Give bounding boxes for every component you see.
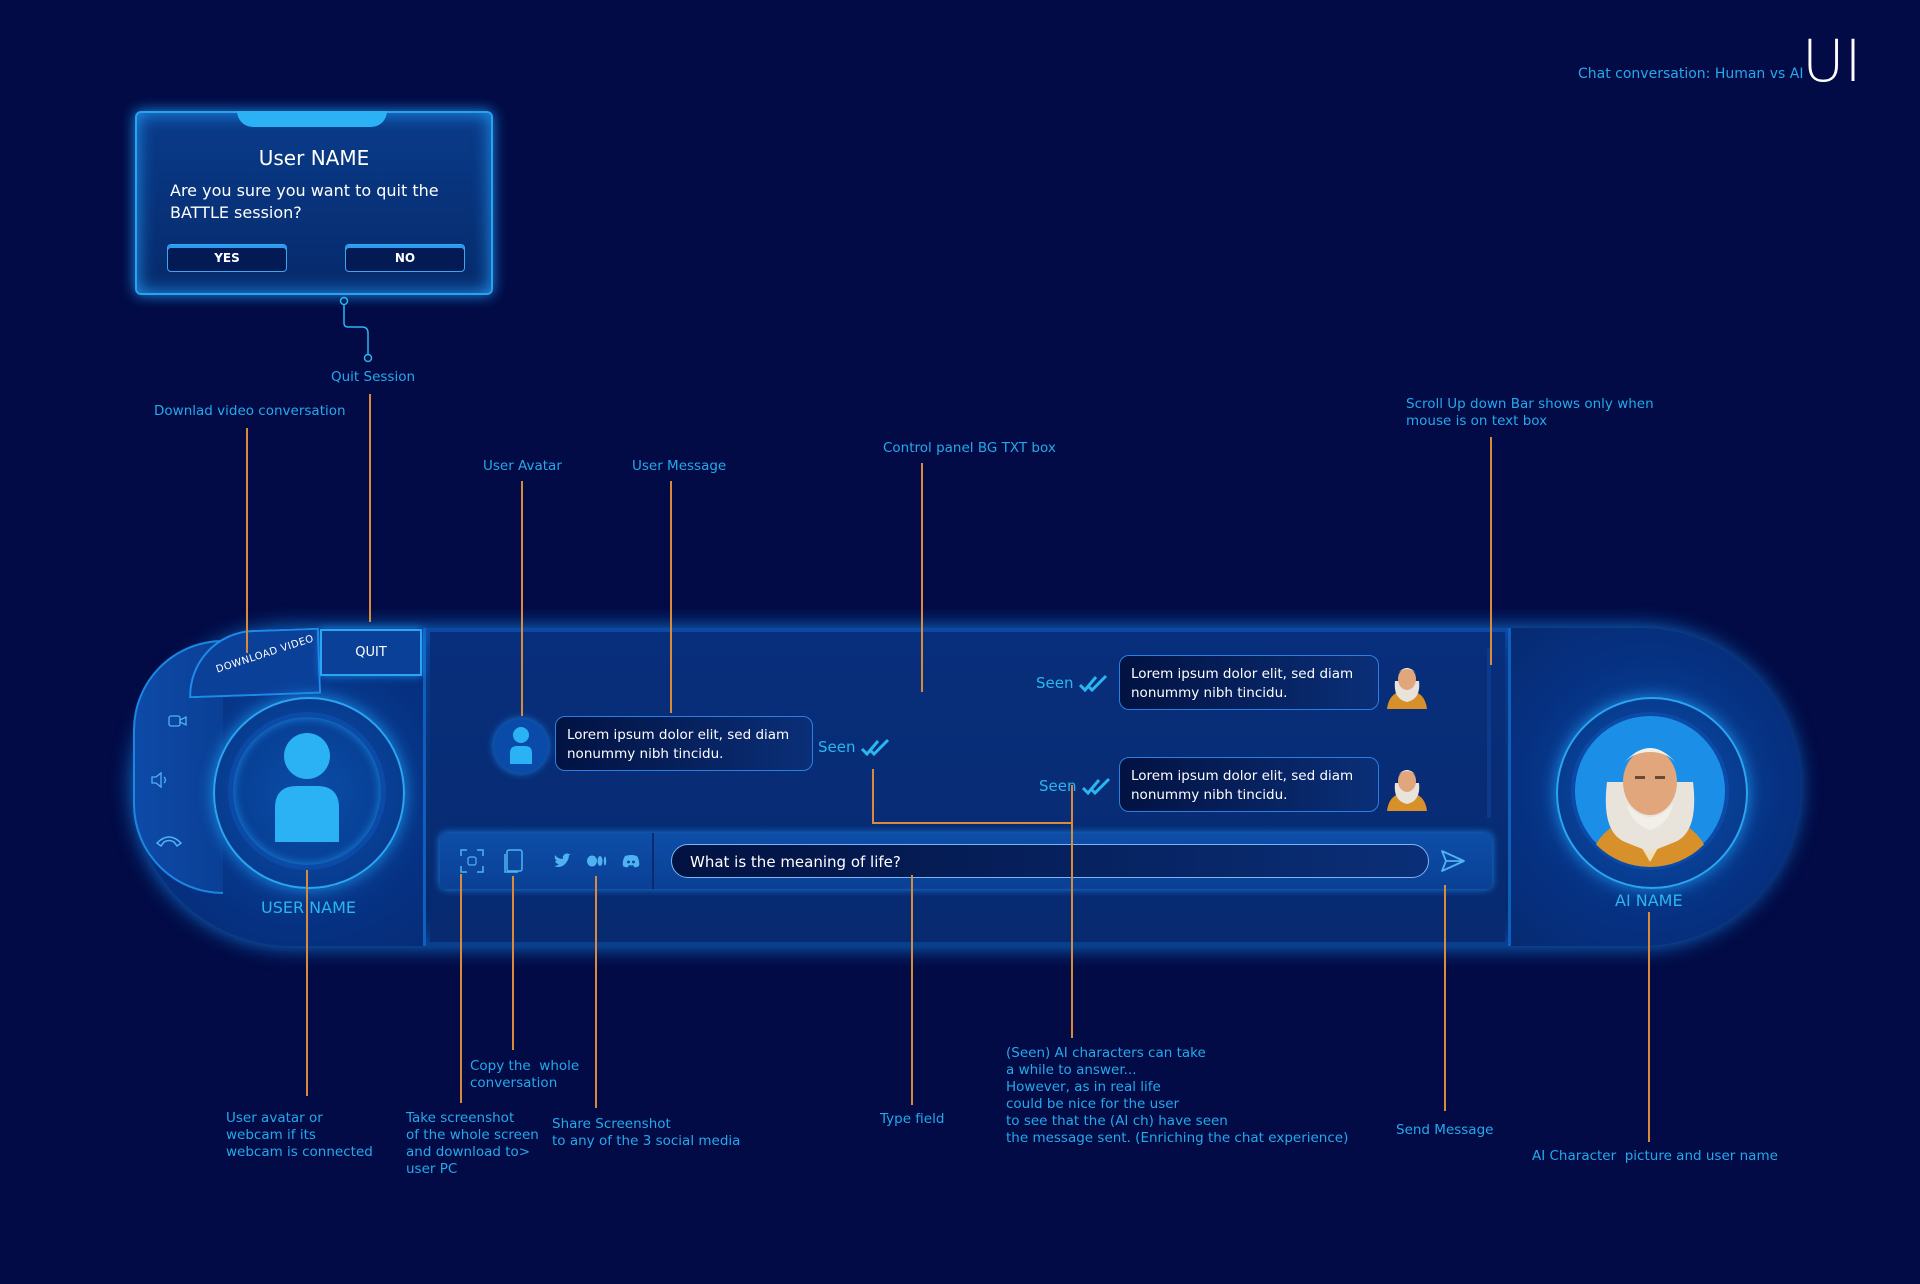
user-small-avatar-icon [510, 727, 532, 764]
annotation-line-seen-a [872, 769, 874, 823]
twitter-icon[interactable] [553, 853, 571, 869]
annotation-line-seen-b [872, 822, 1072, 824]
annotation-download-video: Downlad video conversation [154, 403, 346, 419]
annotation-line-screenshot [460, 874, 462, 1103]
annotation-user-message: User Message [632, 458, 727, 474]
annotation-line-quit [369, 394, 371, 622]
ai-seen-label-1: Seen [1036, 674, 1074, 692]
ai-name-label: AI NAME [1615, 891, 1683, 910]
user-message-bubble: Lorem ipsum dolor elit, sed diam nonummy… [555, 716, 813, 771]
user-avatar-icon[interactable] [272, 732, 342, 844]
double-check-icon [1081, 777, 1111, 796]
user-seen-label: Seen [818, 738, 856, 756]
dialog-title: User NAME [258, 146, 370, 170]
page-header-ui: UI [1802, 27, 1862, 95]
annotation-line-type-field [911, 875, 913, 1105]
annotation-screenshot: Take screenshot of the whole screen and … [406, 1110, 539, 1177]
user-avatar-inner-ring [228, 712, 386, 870]
annotation-line-avatar [521, 481, 523, 716]
medium-icon[interactable] [587, 855, 607, 867]
annotation-line-message [670, 481, 672, 713]
video-icon[interactable] [168, 713, 188, 729]
discord-icon[interactable] [622, 854, 640, 868]
annotation-quit-session: Quit Session [331, 369, 416, 385]
toolbar-divider [652, 833, 654, 889]
annotation-ai-character: AI Character picture and user name [1532, 1148, 1778, 1164]
message-input[interactable]: What is the meaning of life? [671, 844, 1429, 878]
dialog-tab [237, 111, 387, 127]
send-icon[interactable] [1440, 849, 1466, 873]
page-header-title: Chat conversation: Human vs AI [1578, 66, 1804, 82]
annotation-control-panel: Control panel BG TXT box [883, 440, 1056, 456]
user-name-label: USER NAME [261, 898, 357, 917]
annotation-type-field: Type field [880, 1111, 945, 1127]
annotation-line-control-panel [921, 463, 923, 692]
ai-seen-label-2: Seen [1039, 777, 1077, 795]
double-check-icon [860, 738, 890, 757]
hangup-icon[interactable] [155, 833, 183, 849]
copy-icon[interactable] [503, 848, 525, 874]
quit-button[interactable]: QUIT [320, 629, 422, 676]
quit-dialog: User NAME Are you sure you want to quit … [135, 111, 493, 295]
annotation-line-copy [512, 876, 514, 1050]
ai-small-avatar-1 [1387, 668, 1427, 709]
annotation-line-scrollbar [1490, 437, 1492, 665]
annotation-line-share [595, 876, 597, 1108]
ai-small-avatar-2 [1387, 770, 1427, 811]
speaker-icon[interactable] [150, 771, 172, 789]
annotation-line-seen-c [1071, 785, 1073, 1038]
yes-button[interactable]: YES [167, 244, 287, 272]
annotation-line-send [1444, 885, 1446, 1111]
dialog-connector [339, 296, 373, 363]
dialog-message: Are you sure you want to quit the BATTLE… [170, 181, 439, 222]
annotation-seen-note: (Seen) AI characters can take a while to… [1006, 1045, 1349, 1146]
ai-character-portrait [1571, 712, 1729, 870]
annotation-share: Share Screenshot to any of the 3 social … [552, 1116, 741, 1149]
ai-message-bubble-2: Lorem ipsum dolor elit, sed diam nonummy… [1119, 757, 1379, 812]
no-button[interactable]: NO [345, 244, 465, 272]
screenshot-icon[interactable] [459, 848, 485, 874]
chat-scrollbar[interactable] [1487, 648, 1491, 818]
annotation-scroll-bar: Scroll Up down Bar shows only when mouse… [1406, 396, 1654, 429]
annotation-line-ai [1648, 912, 1650, 1142]
annotation-copy: Copy the whole conversation [470, 1058, 580, 1091]
annotation-send: Send Message [1396, 1122, 1494, 1138]
annotation-avatar-webcam: User avatar or webcam if its webcam is c… [226, 1110, 373, 1160]
annotation-line-download [246, 428, 248, 653]
ai-message-bubble-1: Lorem ipsum dolor elit, sed diam nonummy… [1119, 655, 1379, 710]
double-check-icon [1078, 674, 1108, 693]
annotation-user-avatar: User Avatar [483, 458, 562, 474]
annotation-line-user-avatar [306, 870, 308, 1096]
